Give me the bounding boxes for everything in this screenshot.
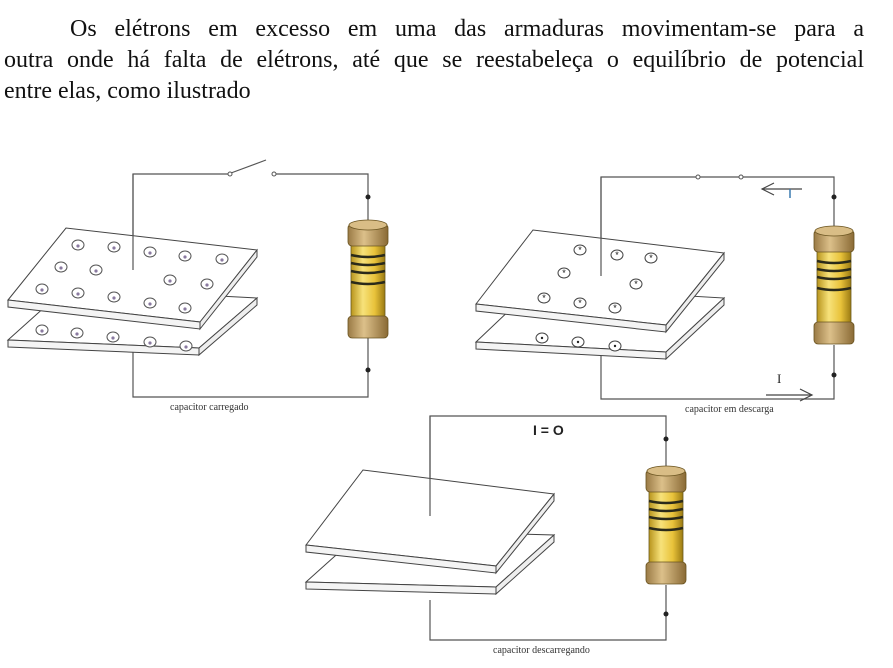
caption-charged: capacitor carregado xyxy=(170,402,249,413)
current-label-bottom: I xyxy=(777,371,782,386)
open-switch xyxy=(230,159,267,174)
current-arrow-top xyxy=(760,182,802,198)
current-zero-label: I = O xyxy=(533,422,564,438)
figure-discharged-capacitor xyxy=(304,415,688,641)
paragraph-line-3: entre elas, como ilustrado xyxy=(4,78,251,104)
figure-charged-capacitor xyxy=(6,159,390,398)
caption-discharging: capacitor em descarga xyxy=(685,404,774,415)
figure-discharging-capacitor xyxy=(474,174,856,402)
current-arrow-bottom xyxy=(766,388,814,402)
caption-discharged: capacitor descarregando xyxy=(493,645,590,656)
explanation-paragraph: Os elétrons em excesso em uma das armadu… xyxy=(4,14,864,107)
paragraph-line-1: Os elétrons em excesso em uma das armadu… xyxy=(70,16,864,42)
paragraph-line-2: outra onde há falta de elétrons, até que… xyxy=(4,47,864,73)
